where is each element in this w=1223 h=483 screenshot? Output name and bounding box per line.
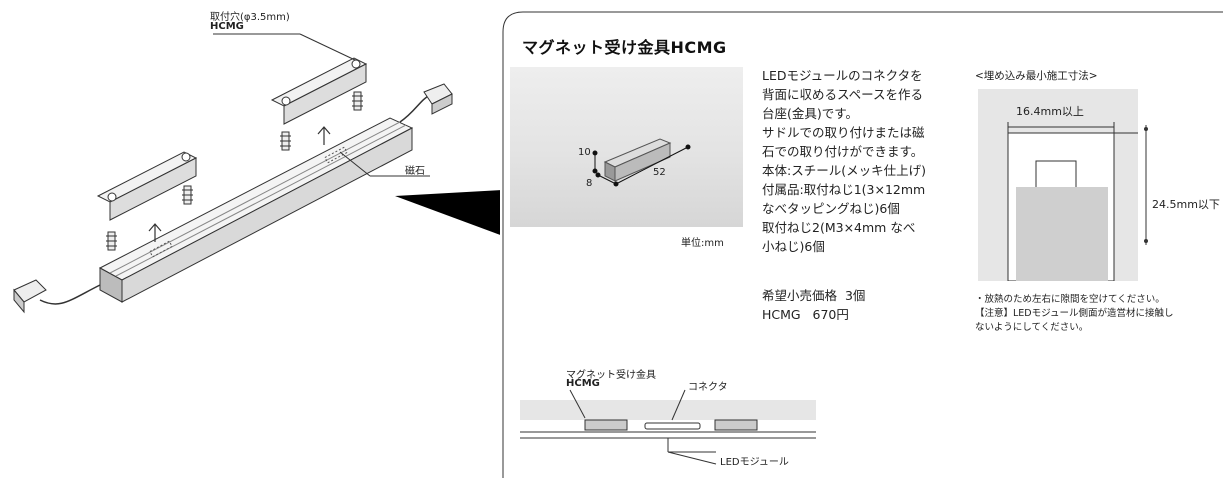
description-line: なべタッピングねじ)6個 bbox=[762, 201, 900, 216]
note-line: ・放熱のため左右に隙間を空けてください。 bbox=[975, 294, 1165, 305]
bracket-dimension-drawing bbox=[592, 138, 691, 187]
description-line: 付属品:取付ねじ1(3×12mm bbox=[762, 182, 926, 197]
arrow-up-icon bbox=[148, 223, 162, 242]
module-block bbox=[1016, 187, 1108, 281]
section-connector-label: コネクタ bbox=[688, 382, 728, 393]
slot-marker bbox=[149, 240, 173, 258]
description-line: LEDモジュールのコネクタを bbox=[762, 68, 923, 83]
price-block: 希望小売価格 3個 HCMG 670円 bbox=[762, 286, 865, 324]
mount-hole-model: HCMG bbox=[210, 21, 244, 32]
bracket-left-section bbox=[584, 419, 628, 431]
section-module-label: LEDモジュール bbox=[720, 457, 789, 468]
arrow-up-icon bbox=[317, 126, 331, 145]
unit-label: 単位:mm bbox=[681, 238, 724, 249]
description-line: 取付ねじ2(M3×4mm なべ bbox=[762, 220, 916, 235]
screw-icon bbox=[280, 131, 291, 151]
note-line: 【注意】LEDモジュール側面が造営材に接触し bbox=[975, 308, 1174, 319]
section-bracket-model: HCMG bbox=[566, 378, 600, 389]
price-quantity: 3個 bbox=[844, 288, 866, 303]
min-install-title: <埋め込み最小施工寸法> bbox=[975, 70, 1098, 82]
bracket-lower bbox=[96, 151, 198, 221]
screw-icon bbox=[182, 185, 193, 205]
bracket-right-section bbox=[714, 419, 758, 431]
height-dim-line bbox=[1144, 125, 1148, 245]
description-line: 台座(金具)です。 bbox=[762, 106, 859, 121]
slot-marker bbox=[324, 146, 348, 164]
price-amount: 670円 bbox=[812, 307, 849, 322]
note-line: ないようにしてください。 bbox=[975, 322, 1089, 333]
price-model: HCMG bbox=[762, 307, 801, 322]
panel-title: マグネット受け金具HCMG bbox=[522, 38, 727, 57]
led-module-bar bbox=[98, 117, 414, 303]
description-line: 小ねじ)6個 bbox=[762, 239, 825, 254]
screw-icon bbox=[106, 231, 117, 251]
description-line: 本体:スチール(メッキ仕上げ) bbox=[762, 163, 926, 178]
description-line: サドルでの取り付けまたは磁 bbox=[762, 125, 925, 140]
dim-height: 10 bbox=[578, 147, 591, 158]
product-photo: 10 8 52 bbox=[510, 67, 743, 227]
exploded-view-illustration bbox=[13, 33, 500, 314]
max-height-label: 24.5mm以下 bbox=[1152, 198, 1220, 211]
description-line: 石での取り付けができます。 bbox=[762, 144, 924, 159]
mount-hole-label: 取付穴(φ3.5mm) bbox=[210, 12, 290, 23]
description-line: 背面に収めるスペースを作る bbox=[762, 87, 924, 102]
section-bracket-label: マグネット受け金具 bbox=[566, 370, 656, 381]
dim-depth: 8 bbox=[586, 178, 593, 189]
price-label: 希望小売価格 bbox=[762, 288, 838, 303]
install-cavity-diagram: 16.4mm以上 bbox=[978, 89, 1150, 282]
bracket-upper bbox=[270, 57, 368, 125]
callout-wedge bbox=[395, 190, 500, 235]
min-width-label: 16.4mm以上 bbox=[1016, 105, 1084, 118]
dim-length: 52 bbox=[653, 167, 666, 178]
cable-left bbox=[39, 284, 101, 305]
connector-right bbox=[423, 83, 453, 115]
connector-left bbox=[13, 279, 47, 314]
magnet-label: 磁石 bbox=[405, 166, 425, 177]
section-drawing bbox=[520, 389, 816, 465]
connector-section bbox=[644, 422, 701, 430]
screw-icon bbox=[352, 91, 363, 111]
